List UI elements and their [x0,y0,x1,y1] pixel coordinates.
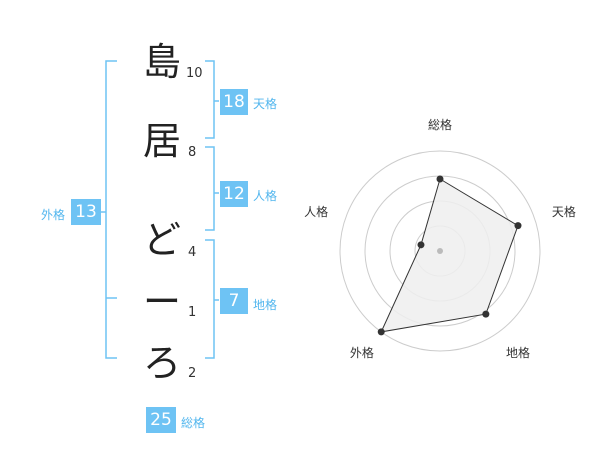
tenkaku-value-badge: 18 [220,89,248,115]
radar-grid-ring [339,150,541,352]
name-char-3: ど [142,218,181,262]
radar-series-polygon [380,178,519,333]
gaikaku-bracket [105,60,117,359]
chikaku-value-badge: 7 [220,288,248,314]
jinkaku-label: 人格 [253,189,278,203]
radar-axis-label-3: 地格 [506,345,530,360]
radar-point-5 [417,241,425,249]
tenkaku-label: 天格 [253,97,278,111]
stroke-count-3: 4 [188,245,197,260]
jinkaku-bracket [205,146,215,231]
soukaku-value-badge: 25 [146,407,176,433]
name-char-5: ろ [142,341,181,385]
name-char-2: 居 [142,119,181,163]
radar-point-1 [436,175,444,183]
radar-axis-label-2: 天格 [552,204,576,219]
name-char-1: 島 [142,40,181,84]
tenkaku-bracket [205,60,215,139]
stroke-count-4: 1 [188,305,197,320]
chikaku-label: 地格 [253,298,278,312]
chikaku-bracket [205,239,215,359]
radar-point-3 [482,310,490,318]
stroke-count-2: 8 [188,145,197,160]
radar-center-dot [437,248,443,254]
radar-axis-label-4: 外格 [350,345,374,360]
stroke-count-5: 2 [188,366,197,381]
gaikaku-value-badge: 13 [71,199,101,225]
jinkaku-value-badge: 12 [220,181,248,207]
stroke-count-1: 10 [186,66,203,81]
name-char-4: ー [142,280,181,324]
radar-point-2 [514,222,522,230]
radar-axis-label-1: 総格 [428,117,452,132]
radar-point-4 [377,328,385,336]
soukaku-label: 総格 [181,416,206,430]
gaikaku-label: 外格 [41,208,66,222]
radar-axis-label-5: 人格 [304,204,328,219]
